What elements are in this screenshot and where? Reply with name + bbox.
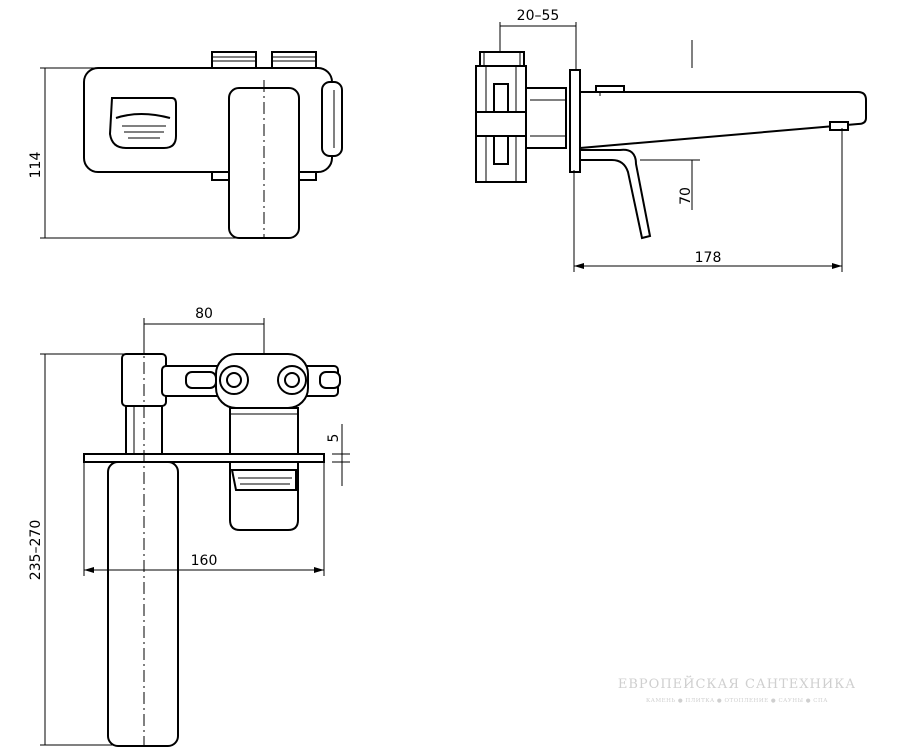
- dim-plate-thickness: 5: [326, 434, 342, 443]
- dim-spout-projection: 160: [191, 553, 218, 569]
- watermark-title: ЕВРОПЕЙСКАЯ САНТЕХНИКА: [618, 675, 856, 692]
- top-view: 80 235–270 5: [28, 306, 350, 747]
- dim-spout-length: 178: [695, 250, 722, 266]
- watermark-subtitle: КАМЕНЬ ● ПЛИТКА ● ОТОПЛЕНИЕ ● САУНЫ ● СП…: [646, 698, 828, 704]
- side-view: 20–55 70: [475, 8, 867, 272]
- dim-total-length: 235–270: [28, 520, 44, 580]
- front-view: 114: [28, 51, 343, 239]
- dim-lever-drop: 70: [678, 187, 694, 205]
- dim-front-height: 114: [28, 152, 44, 179]
- dim-inlet-spacing: 80: [195, 306, 213, 322]
- dim-wall-depth: 20–55: [517, 8, 560, 24]
- watermark: ЕВРОПЕЙСКАЯ САНТЕХНИКА КАМЕНЬ ● ПЛИТКА ●…: [618, 675, 856, 704]
